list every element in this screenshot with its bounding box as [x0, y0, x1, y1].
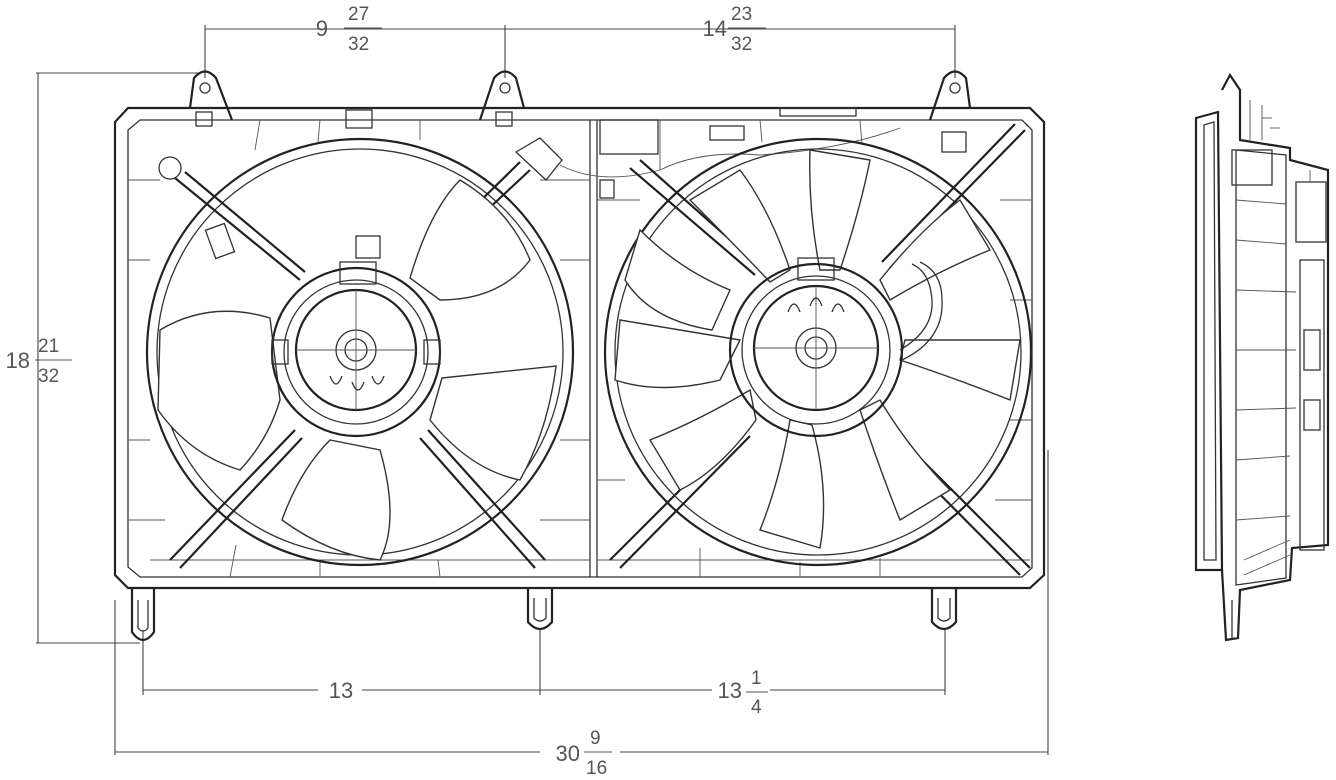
dim-whole: 30: [556, 741, 580, 766]
dim-numerator: 9: [590, 728, 601, 749]
dim-whole: 13: [329, 678, 353, 703]
dim-denominator: 32: [731, 34, 752, 55]
dimension-top-right: 14 23 32: [703, 4, 766, 55]
dim-whole: 18: [6, 348, 30, 373]
dim-denominator: 32: [38, 366, 59, 387]
dim-denominator: 4: [751, 697, 762, 718]
dimension-height: 18 21 32: [6, 336, 72, 387]
dimension-top-left: 9 27 32: [316, 4, 382, 55]
dim-numerator: 21: [38, 336, 59, 357]
dim-whole: 9: [316, 16, 328, 41]
dim-numerator: 23: [731, 4, 752, 25]
dimension-bottom-left: 13: [318, 676, 362, 704]
dim-denominator: 16: [586, 758, 607, 779]
dim-denominator: 32: [348, 34, 369, 55]
right-fan: [603, 123, 1033, 576]
left-fan: [145, 137, 575, 569]
shroud-frame: [113, 70, 1046, 642]
dimension-overall-width: 30 9 16: [540, 728, 620, 779]
dim-whole: 14: [703, 16, 727, 41]
dimension-bottom-right: 13 1 4: [712, 668, 770, 718]
dim-numerator: 27: [348, 4, 369, 25]
side-view: [1194, 72, 1330, 642]
dim-numerator: 1: [751, 668, 762, 689]
dim-whole: 13: [718, 678, 742, 703]
